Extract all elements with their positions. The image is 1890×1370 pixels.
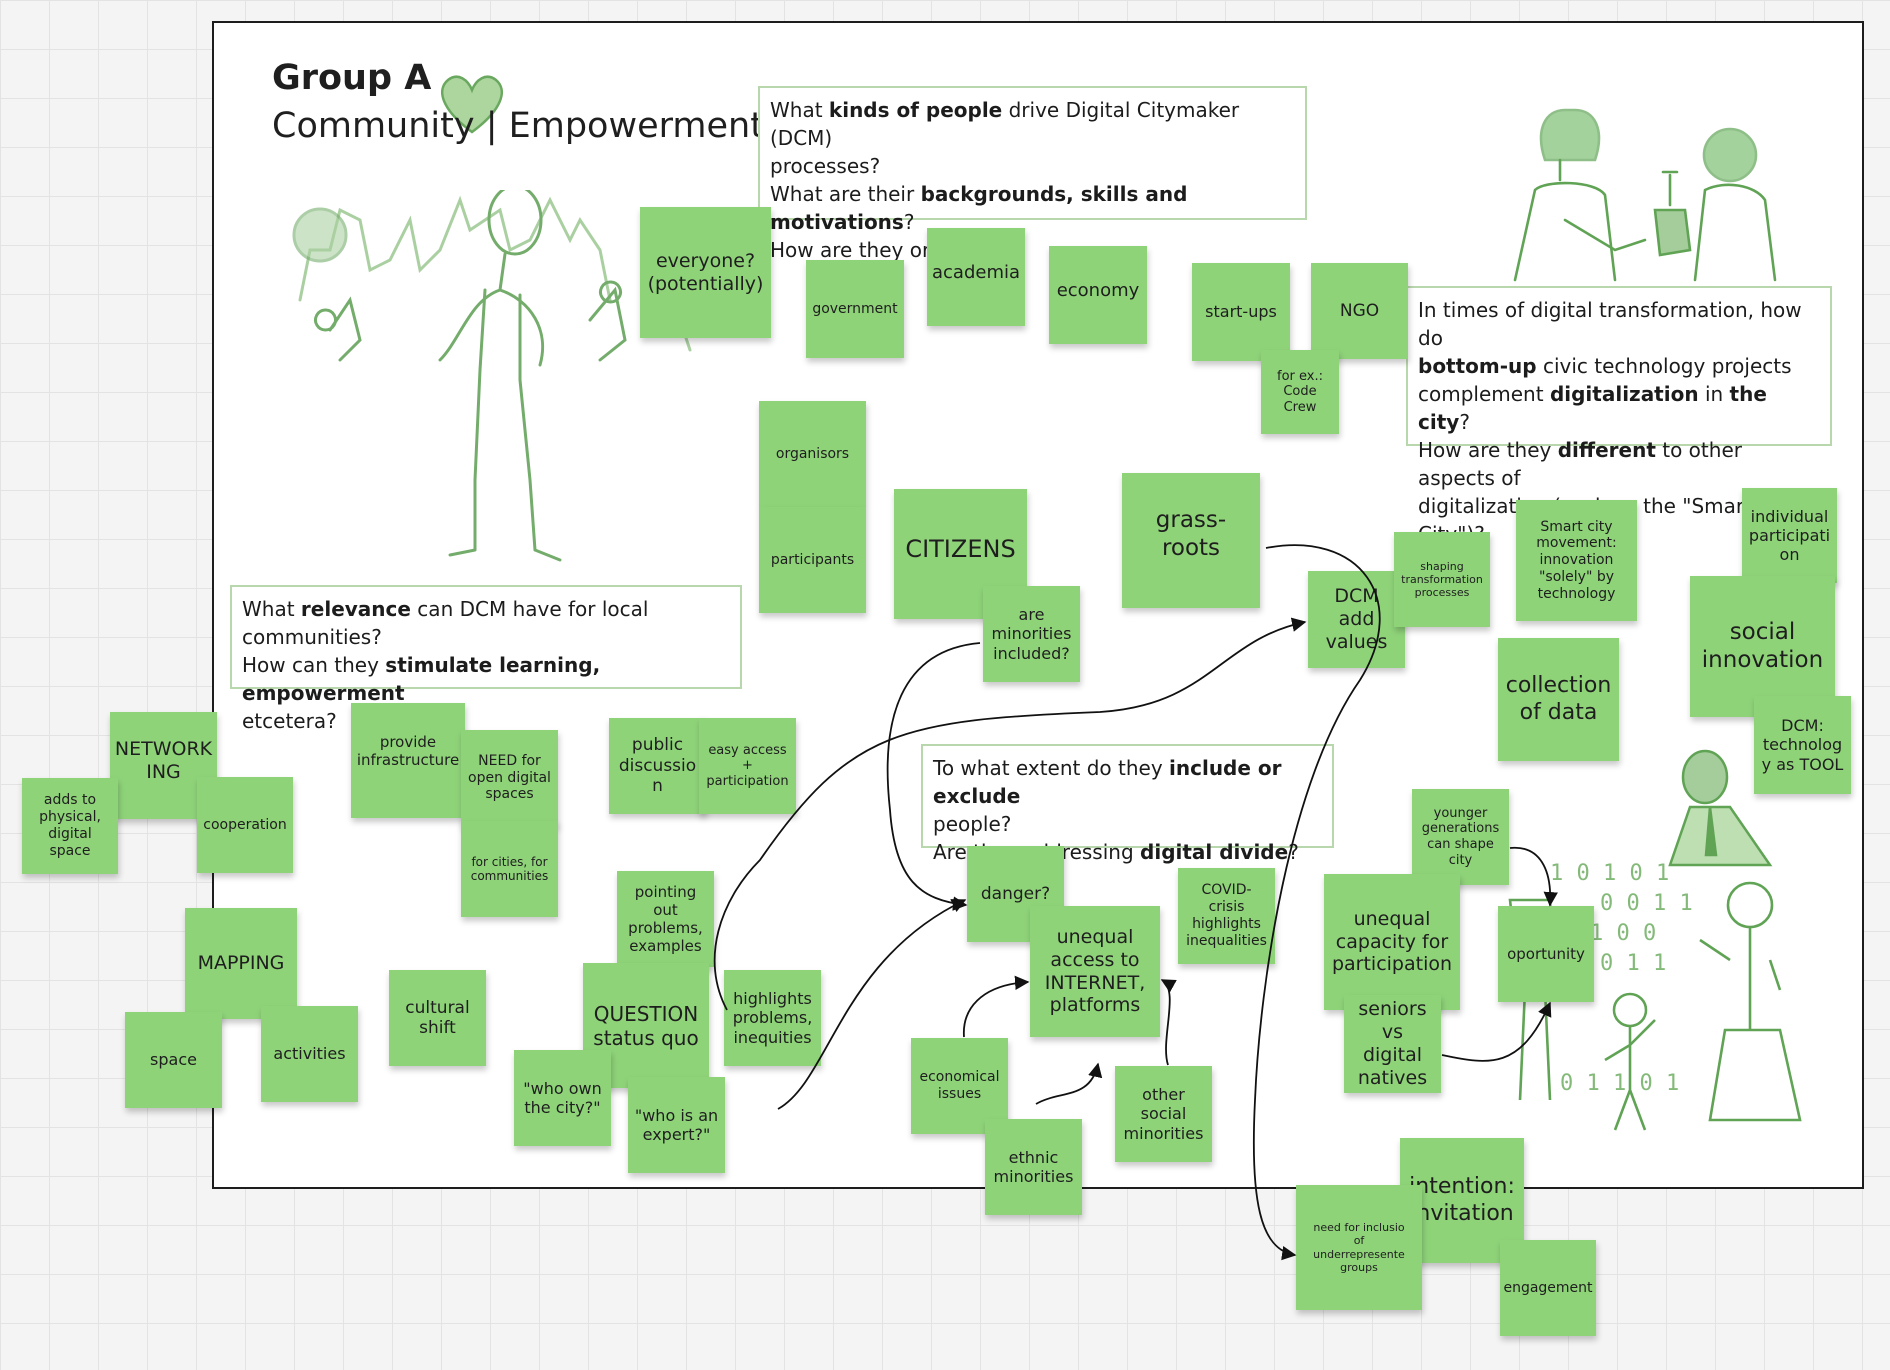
- board-title: Group A: [272, 58, 432, 98]
- sticky-note-provide-infrastructure[interactable]: provide infrastructure: [351, 703, 465, 818]
- question-line: How can they stimulate learning, empower…: [242, 651, 730, 707]
- sticky-note-dcm-tool[interactable]: DCM: technolog y as TOOL: [1754, 696, 1851, 794]
- sticky-note-unequal-capacity[interactable]: unequal capacity for participation: [1324, 874, 1460, 1010]
- question-text: in: [1698, 382, 1730, 406]
- two-women-sketch: [1513, 108, 1777, 282]
- sticky-note-code-crew[interactable]: for ex.: Code Crew: [1261, 350, 1339, 434]
- board-subtitle: Community | Empowerment: [272, 106, 764, 146]
- question-emphasis: different: [1557, 438, 1656, 462]
- question-line: bottom-up civic technology projects: [1418, 352, 1820, 380]
- sticky-note-need-for-inclusion[interactable]: need for inclusio of underrepresente gro…: [1296, 1185, 1422, 1310]
- sticky-note-everyone[interactable]: everyone? (potentially): [640, 207, 771, 338]
- question-line: processes?: [770, 154, 881, 178]
- sticky-note-mapping[interactable]: MAPPING: [185, 908, 297, 1019]
- sticky-note-start-ups[interactable]: start-ups: [1192, 263, 1290, 361]
- svg-text:0 0 1 1: 0 0 1 1: [1600, 891, 1693, 916]
- question-line: To what extent do they include or exclud…: [933, 754, 1322, 810]
- question-text: drive Digital Citymaker (DCM): [770, 98, 1240, 150]
- question-text: can DCM have for local communities?: [242, 597, 649, 649]
- question-emphasis: the city: [1418, 382, 1767, 434]
- question-box-bottom-up[interactable]: In times of digital transformation, how …: [1406, 286, 1832, 546]
- question-box-kinds-of-people[interactable]: What kinds of people drive Digital Citym…: [758, 86, 1307, 262]
- question-line: How are they different to other aspects …: [1418, 436, 1820, 492]
- sticky-note-economy[interactable]: economy: [1049, 246, 1147, 344]
- sticky-note-organisors[interactable]: organisors: [759, 401, 866, 507]
- sticky-note-seniors-vs-digital-natives[interactable]: seniors vs digital natives: [1344, 995, 1441, 1093]
- sticky-note-grassroots[interactable]: grass- roots: [1122, 473, 1260, 608]
- person-with-tie-sketch: [1668, 749, 1773, 867]
- question-emphasis: relevance: [300, 597, 411, 621]
- question-emphasis: digital divide: [1140, 840, 1289, 864]
- sticky-note-ethnic-minorities[interactable]: ethnic minorities: [985, 1119, 1082, 1215]
- svg-text:0 1 1: 0 1 1: [1600, 951, 1666, 976]
- question-emphasis: backgrounds, skills and motivations: [770, 182, 1188, 234]
- sticky-note-easy-access[interactable]: easy access + participation: [699, 718, 796, 814]
- sticky-note-ngo[interactable]: NGO: [1311, 263, 1408, 359]
- sticky-note-social-innovation[interactable]: social innovation: [1690, 576, 1835, 717]
- question-text: To what extent do they: [933, 756, 1170, 780]
- person-sketch: [292, 190, 692, 562]
- question-text: What: [770, 98, 829, 122]
- sticky-note-other-social-minorities[interactable]: other social minorities: [1115, 1066, 1212, 1162]
- question-line: complement digitalization in the city?: [1418, 380, 1820, 436]
- svg-text:1 0 0: 1 0 0: [1590, 921, 1656, 946]
- sticky-note-public-discussion[interactable]: public discussio n: [609, 718, 706, 814]
- sticky-note-covid-crisis[interactable]: COVID- crisis highlights inequalities: [1178, 868, 1275, 964]
- sticky-note-collection-of-data[interactable]: collection of data: [1498, 638, 1619, 761]
- question-line: What relevance can DCM have for local co…: [242, 595, 730, 651]
- sticky-note-highlights-problems[interactable]: highlights problems, inequities: [724, 970, 821, 1066]
- question-box-include-exclude[interactable]: To what extent do they include or exclud…: [921, 744, 1334, 864]
- sticky-note-government[interactable]: government: [806, 260, 904, 358]
- sticky-note-academia[interactable]: academia: [927, 228, 1025, 326]
- heart-sketch: [440, 75, 504, 134]
- question-text: How can they: [242, 653, 386, 677]
- sticky-note-opportunity[interactable]: oportunity: [1498, 906, 1594, 1002]
- sticky-note-dcm-add-values[interactable]: DCM add values: [1308, 571, 1405, 668]
- sticky-note-space[interactable]: space: [125, 1012, 222, 1108]
- sticky-note-activities[interactable]: activities: [261, 1006, 358, 1102]
- question-line: people?: [933, 812, 1012, 836]
- question-text: What: [242, 597, 301, 621]
- sticky-note-adds-to-space[interactable]: adds to physical, digital space: [22, 778, 118, 874]
- question-text: to other aspects of: [1418, 438, 1742, 490]
- question-box-relevance[interactable]: What relevance can DCM have for local co…: [230, 585, 742, 733]
- sticky-note-younger-generations[interactable]: younger generations can shape city: [1412, 789, 1509, 885]
- sticky-note-cooperation[interactable]: cooperation: [197, 777, 293, 873]
- question-emphasis: kinds of people: [828, 98, 1003, 122]
- question-line: In times of digital transformation, how …: [1418, 298, 1802, 350]
- sticky-note-shaping[interactable]: shaping transformation processes: [1394, 532, 1490, 627]
- sticky-note-pointing-out[interactable]: pointing out problems, examples: [617, 871, 714, 967]
- sticky-note-who-own-city[interactable]: "who own the city?": [514, 1050, 611, 1146]
- sticky-note-who-is-expert[interactable]: "who is an expert?": [628, 1077, 725, 1173]
- question-emphasis: stimulate learning, empowerment: [242, 653, 601, 705]
- question-text: civic technology projects: [1536, 354, 1792, 378]
- sticky-note-unequal-access[interactable]: unequal access to INTERNET, platforms: [1030, 906, 1160, 1037]
- question-text: ?: [1459, 410, 1470, 434]
- question-text: ?: [1288, 840, 1299, 864]
- question-line: etcetera?: [242, 709, 337, 733]
- question-text: What are their: [770, 182, 921, 206]
- question-text: How are they: [1418, 438, 1558, 462]
- sticky-note-smart-city[interactable]: Smart city movement: innovation "solely"…: [1516, 500, 1637, 621]
- sticky-note-minorities-included[interactable]: are minorities included?: [983, 586, 1080, 682]
- sticky-note-engagement[interactable]: engagement: [1500, 1240, 1596, 1336]
- sticky-note-individual-participation[interactable]: individual participati on: [1742, 488, 1837, 583]
- kids-sketch: 1 0 1 0 1 0 0 1 1 1 0 0 0 1 1 0 1 1 0 1: [1508, 861, 1802, 1131]
- question-emphasis: bottom-up: [1418, 354, 1537, 378]
- sticky-note-need-for-open-spaces[interactable]: NEED for open digital spaces: [461, 730, 558, 826]
- sticky-note-cultural-shift[interactable]: cultural shift: [389, 970, 486, 1066]
- question-text: ?: [903, 210, 915, 234]
- question-emphasis: digitalization: [1549, 382, 1699, 406]
- question-text: complement: [1418, 382, 1550, 406]
- sticky-note-participants[interactable]: participants: [759, 507, 866, 613]
- svg-text:1 0 1 0 1: 1 0 1 0 1: [1550, 861, 1669, 886]
- question-line: What are their backgrounds, skills and m…: [770, 180, 1295, 236]
- question-line: What kinds of people drive Digital Citym…: [770, 96, 1295, 152]
- svg-text:0 1 1 0 1: 0 1 1 0 1: [1560, 1071, 1679, 1096]
- sticky-note-for-cities[interactable]: for cities, for communities: [461, 821, 558, 917]
